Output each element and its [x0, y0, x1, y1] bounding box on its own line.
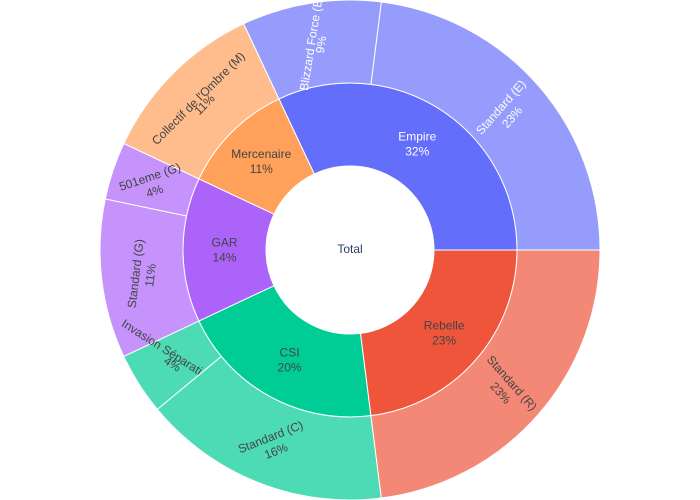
- center-label: Total: [337, 242, 362, 256]
- sunburst-wedge-standard-r[interactable]: [370, 249, 601, 499]
- sunburst-wedge-standard-e[interactable]: [370, 1, 601, 251]
